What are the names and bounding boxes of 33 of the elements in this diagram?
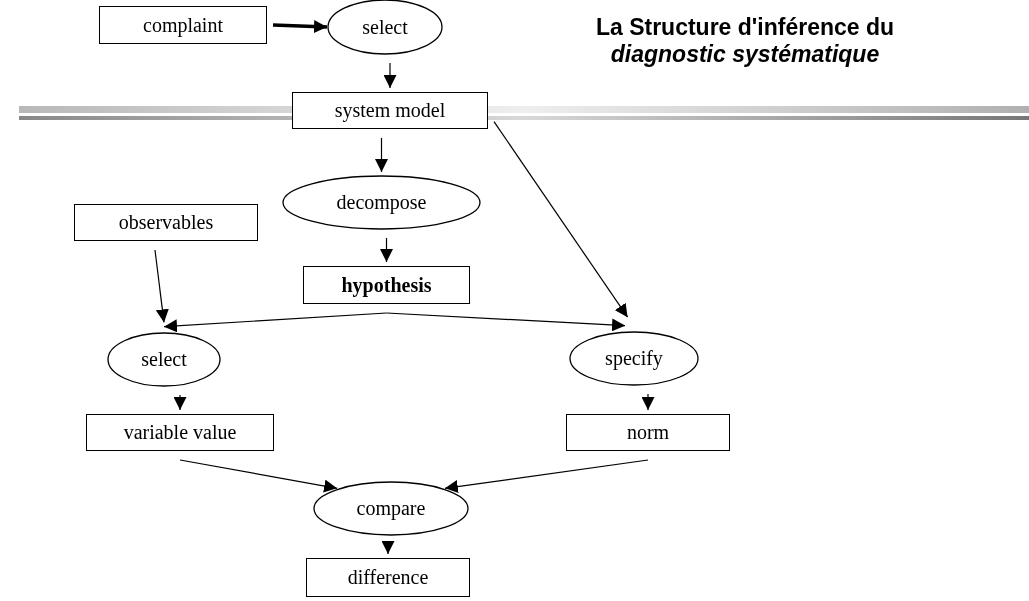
node-label: system model bbox=[334, 99, 446, 122]
node-label: variable value bbox=[123, 421, 237, 444]
arrow bbox=[173, 394, 187, 411]
node-label: hypothesis bbox=[341, 273, 432, 297]
process-box bbox=[74, 204, 258, 241]
process-box bbox=[566, 414, 730, 451]
node-label: observables bbox=[118, 211, 214, 234]
arrow bbox=[641, 393, 655, 411]
node-label: select bbox=[362, 15, 408, 39]
arrow bbox=[375, 137, 388, 173]
arrow bbox=[179, 459, 338, 493]
node-label: difference bbox=[347, 566, 429, 589]
node-label: decompose bbox=[336, 191, 427, 214]
arrow bbox=[383, 62, 397, 89]
process-box bbox=[86, 414, 274, 451]
process-box bbox=[306, 558, 470, 597]
arrow bbox=[380, 237, 393, 263]
arrow bbox=[444, 459, 649, 493]
node-label: compare bbox=[356, 497, 426, 520]
process-box bbox=[292, 92, 488, 129]
arrow bbox=[272, 20, 328, 33]
arrow bbox=[163, 312, 388, 333]
arrow bbox=[385, 312, 626, 332]
title: La Structure d'inférence du diagnostic systématique bbox=[594, 14, 896, 68]
arrow bbox=[381, 541, 395, 555]
arrow bbox=[493, 121, 629, 318]
arrow bbox=[154, 249, 169, 323]
process-box bbox=[303, 266, 470, 304]
process-box bbox=[99, 6, 267, 44]
node-label: specify bbox=[605, 347, 663, 370]
node-label: norm bbox=[626, 421, 670, 444]
node-label: select bbox=[141, 348, 187, 371]
node-label: complaint bbox=[143, 13, 223, 37]
